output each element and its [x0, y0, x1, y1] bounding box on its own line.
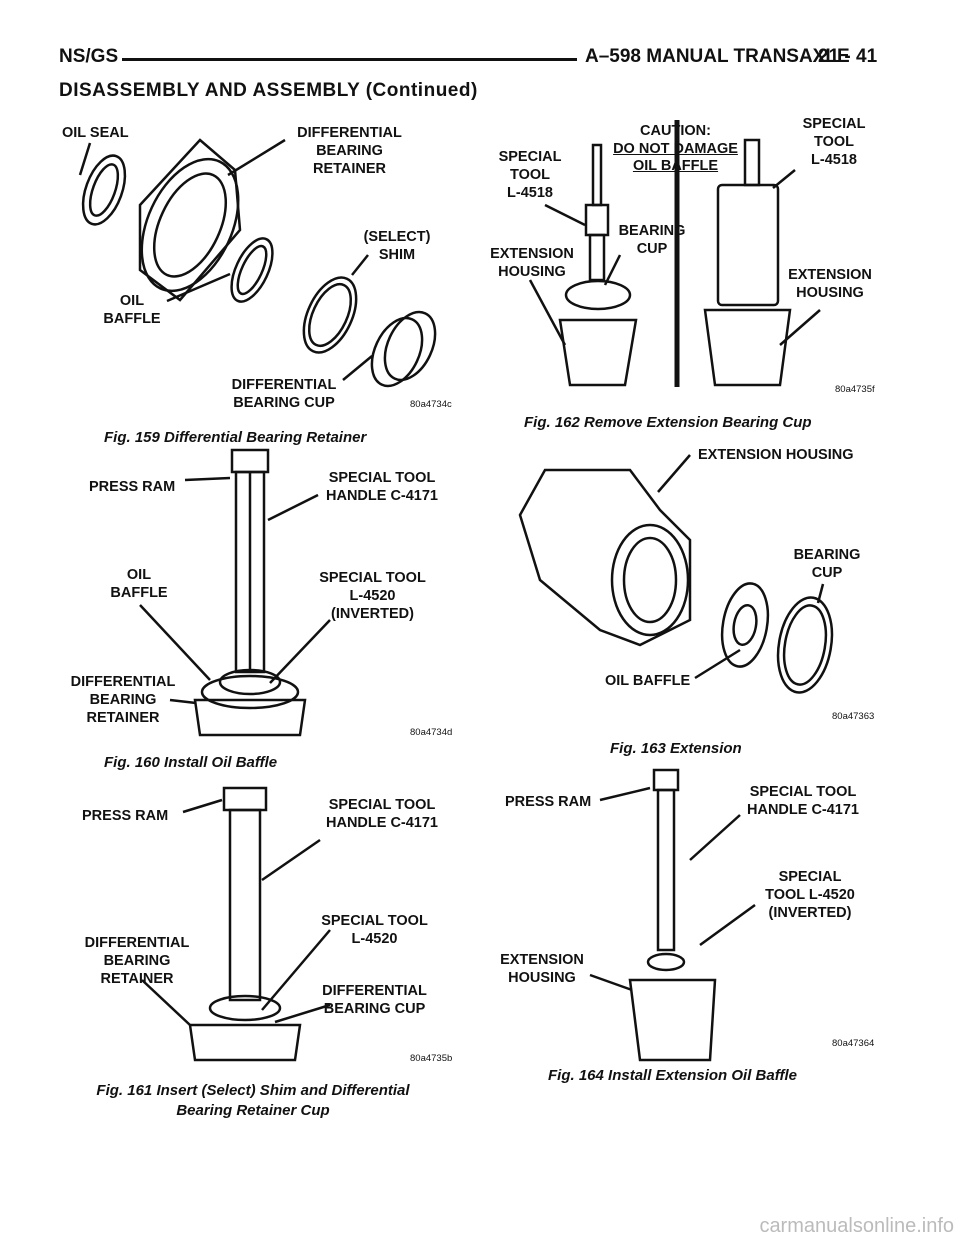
figure-caption: Fig. 160 Install Oil Baffle: [104, 754, 278, 771]
label-caution-text: DO NOT DAMAGE: [613, 141, 738, 157]
label-caution-text-2: OIL BAFFLE: [632, 158, 719, 174]
label-differential-bearing-retainer: DIFFERENTIAL BEARING RETAINER: [297, 125, 402, 177]
watermark: carmanualsonline.info: [759, 1215, 954, 1237]
fig164-drawing: [589, 768, 756, 1062]
label-special-tool-handle: SPECIAL TOOL HANDLE C-4171: [326, 797, 438, 831]
figure-caption: Fig. 164 Install Extension Oil Baffle: [548, 1067, 797, 1084]
label-press-ram: PRESS RAM: [89, 479, 176, 495]
label-bearing-cup: BEARING CUP: [618, 223, 686, 257]
label-caution: CAUTION:: [640, 123, 711, 139]
label-special-tool-handle: SPECIAL TOOL HANDLE C-4171: [747, 784, 859, 818]
header-rule: [122, 58, 577, 61]
label-select-shim: (SELECT) SHIM: [363, 229, 431, 263]
fig160-drawing: [139, 448, 331, 737]
figure-code: 80a47363: [832, 711, 875, 722]
label-extension-housing: EXTENSION HOUSING: [500, 952, 584, 986]
label-differential-bearing-cup: DIFFERENTIAL BEARING CUP: [322, 983, 427, 1017]
label-extension-housing-left: EXTENSION HOUSING: [490, 246, 574, 280]
figure-code: 80a4735b: [410, 1053, 453, 1064]
label-bearing-cup: BEARING CUP: [793, 547, 861, 581]
header-left: NS/GS: [59, 46, 119, 67]
figure-caption: Fig. 162 Remove Extension Bearing Cup: [524, 414, 812, 431]
figure-code: 80a4734d: [410, 727, 453, 738]
label-special-tool-handle: SPECIAL TOOL HANDLE C-4171: [326, 470, 438, 504]
label-differential-bearing-cup: DIFFERENTIAL BEARING CUP: [231, 377, 337, 411]
figure-code: 80a47364: [832, 1038, 875, 1049]
fig161-drawing: [141, 786, 331, 1062]
label-differential-bearing-retainer: DIFFERENTIAL BEARING RETAINER: [70, 674, 176, 726]
label-extension-housing: EXTENSION HOUSING: [698, 447, 854, 463]
label-special-tool-l4518-right: SPECIAL TOOL L-4518: [802, 116, 866, 168]
fig163-drawing: [518, 454, 834, 694]
label-extension-housing-right: EXTENSION HOUSING: [788, 267, 872, 301]
label-press-ram: PRESS RAM: [505, 794, 592, 810]
label-press-ram: PRESS RAM: [82, 808, 169, 824]
figure-caption: Fig. 159 Differential Bearing Retainer: [104, 429, 367, 446]
figure-caption: Fig. 161 Insert (Select) Shim and Differ…: [96, 1082, 410, 1119]
fig159-drawing: [78, 138, 437, 388]
label-differential-bearing-retainer: DIFFERENTIAL BEARING RETAINER: [84, 935, 190, 987]
figure-caption: Fig. 163 Extension: [610, 740, 742, 757]
label-oil-baffle: OIL BAFFLE: [103, 293, 161, 327]
figure-code: 80a4735f: [835, 384, 875, 395]
label-special-tool-l4520: SPECIAL TOOL L-4520 (INVERTED): [765, 869, 855, 921]
page-number: 21 - 41: [818, 46, 878, 67]
label-oil-seal: OIL SEAL: [62, 125, 129, 141]
label-special-tool-l4518-left: SPECIAL TOOL L-4518: [498, 149, 562, 201]
label-special-tool-l4520: SPECIAL TOOL L-4520: [321, 913, 428, 947]
header-title: A–598 MANUAL TRANSAXLE: [585, 46, 850, 67]
label-special-tool-l4520: SPECIAL TOOL L-4520 (INVERTED): [319, 570, 426, 622]
figure-code: 80a4734c: [410, 399, 452, 410]
fig162-drawing: [528, 120, 821, 387]
section-subheading: DISASSEMBLY AND ASSEMBLY (Continued): [59, 80, 478, 101]
label-oil-baffle: OIL BAFFLE: [605, 673, 691, 689]
label-oil-baffle: OIL BAFFLE: [110, 567, 168, 601]
